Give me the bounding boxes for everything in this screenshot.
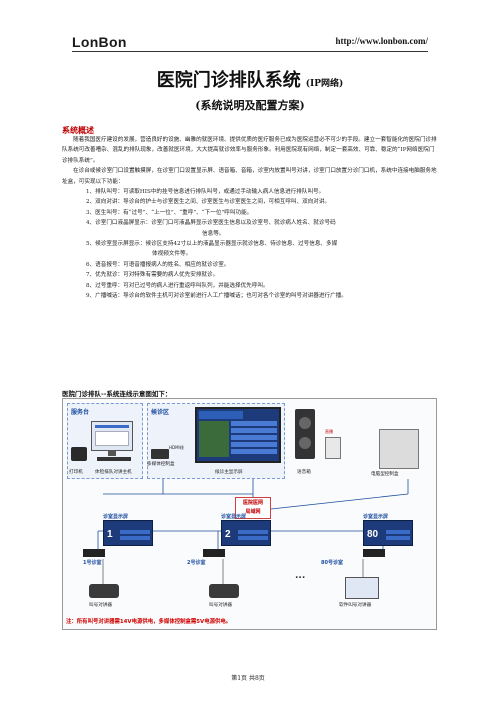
host-label: 体检排队对讲主机 [95, 470, 132, 475]
feature-item: 6、语音报号：可语音播报病人的姓名、相应的就诊诊室。 [86, 261, 230, 268]
room-2-intercom-icon [209, 584, 239, 598]
overview-heading: 系统概述 [62, 126, 94, 135]
feature-item: 1、排队叫号：可读取HIS中的挂号信息进行排队叫号，或通过手动输入病人信息进行排… [86, 189, 325, 196]
more-rooms-ellipsis: ... [295, 571, 306, 581]
room-screen-title: 诊室显示屏 [363, 514, 389, 520]
page-number: 第1页 共8页 [231, 675, 265, 682]
overview-paragraph: 在诊台或候诊室门口设置触摸屏，在诊室门口设置显示屏、语音箱、音箱，诊室内放置叫号… [62, 168, 437, 185]
overview-body: 随着我国医疗建设的发展，营造良好的设施、幽雅的就医环境、提供优质的医疗服务已成为… [62, 135, 437, 302]
printer-icon [71, 447, 87, 461]
main-waiting-screen [195, 407, 281, 463]
room-80-label: 80号诊室 [321, 560, 343, 566]
room-1-doorbox-icon [83, 549, 105, 557]
power-box-icon [325, 437, 341, 459]
overview-paragraph: 随着我国医疗建设的发展，营造良好的设施、幽雅的就医环境、提供优质的医疗服务已成为… [62, 137, 437, 164]
keyboard-icon [97, 457, 131, 461]
controller-label: 多媒体控制盒 [147, 462, 175, 467]
room-80-screen: 80 [363, 520, 413, 546]
lonbon-logo: LonBon [72, 34, 127, 50]
room-1-intercom-icon [89, 584, 119, 598]
header-divider [72, 51, 428, 52]
room-2-number: 2 [225, 529, 231, 540]
speaker-icon [295, 409, 315, 459]
document-title: 医院门诊排队系统 (IP网络) [72, 66, 428, 92]
room-2-doorbox-icon [203, 549, 225, 557]
room-80-pc-icon [345, 577, 379, 599]
server-label: 电脑型控制盒 [371, 472, 399, 477]
room-80-doorbox-icon [363, 549, 385, 557]
monitor-stand-icon [108, 451, 116, 456]
service-desk-label: 服务台 [71, 409, 90, 416]
feature-item-continued: 信息等。 [202, 230, 225, 237]
room-1-number: 1 [107, 529, 113, 540]
feature-item: 2、双向对讲：导诊台的护士与诊室医生之间、诊室医生与诊室医生之间，可相互呼叫、双… [86, 199, 331, 206]
document-subtitle: (系统说明及配置方案) [195, 99, 305, 112]
server-box-icon [379, 429, 419, 469]
power-box-sub: 直播 [325, 429, 333, 434]
room-2-screen: 2 [221, 520, 271, 546]
hospital-lan: 医院医网 局域网 [235, 497, 271, 519]
room-80-number: 80 [367, 529, 379, 540]
feature-item: 5、候诊室显示屏显示：候诊区支持42寸以上的液晶显示器显示就诊信息、待诊信息、过… [86, 241, 338, 248]
lan-label: 医院医网 局域网 [242, 500, 263, 515]
feature-item: 3、医生叫号：有“过号”、“上一位”、“重呼”、“下一位”呼叫功能。 [86, 209, 253, 216]
website-url[interactable]: http://www.lonbon.com/ [335, 36, 428, 46]
printer-label: 打印机 [69, 470, 83, 475]
controller-box-icon [151, 449, 169, 459]
host-monitor-icon [91, 421, 133, 451]
page-header: LonBon http://www.lonbon.com/ [72, 34, 428, 50]
feature-item: 4、诊室门口液晶屏显示：诊室门口可液晶屏显示诊室医生信息以及诊室号、就诊病人姓名… [86, 220, 336, 227]
title-main: 医院门诊排队系统 [156, 70, 301, 91]
system-wiring-diagram: 服务台 打印机 体检排队对讲主机 候诊区 HDMI线 多媒体控制盒 候诊主显示屏… [62, 398, 437, 630]
room-screen-title: 诊室显示屏 [221, 514, 247, 520]
speaker-label: 语音箱 [297, 470, 311, 475]
title-suffix: (IP网络) [305, 79, 344, 89]
hdmi-label: HDMI线 [169, 445, 184, 450]
diagram-heading: 医院门诊排队--系统连线示意图如下： [62, 390, 172, 398]
diagram-note: 注：所有叫号对讲器需14V电源供电，多媒体控制盒需5V电源供电。 [66, 619, 232, 625]
feature-item-continued: 体视频文件等。 [152, 251, 192, 258]
room-1-terminal-label: 叫号对讲器 [89, 603, 112, 608]
feature-item: 7、优先就诊：可对特殊有需要的病人优先安排就诊。 [86, 272, 219, 279]
room-80-terminal-label: 软件叫号对讲器 [339, 603, 372, 608]
room-2-label: 2号诊室 [187, 560, 206, 566]
room-1-label: 1号诊室 [83, 560, 102, 566]
room-1-screen: 1 [103, 520, 153, 546]
feature-item: 8、过号重呼：可对已过号的病人进行重返呼叫队列，并能选择优先呼叫。 [86, 282, 269, 289]
feature-item: 9、广播喊话：导诊台的软件主机可对诊室前进行人工广播喊话；也可对各个诊室的叫号对… [86, 293, 347, 300]
room-2-terminal-label: 叫号对讲器 [209, 603, 232, 608]
room-screen-title: 诊室显示屏 [103, 514, 129, 520]
main-screen-label: 候诊主显示屏 [215, 470, 243, 475]
waiting-area-label: 候诊区 [151, 409, 170, 416]
